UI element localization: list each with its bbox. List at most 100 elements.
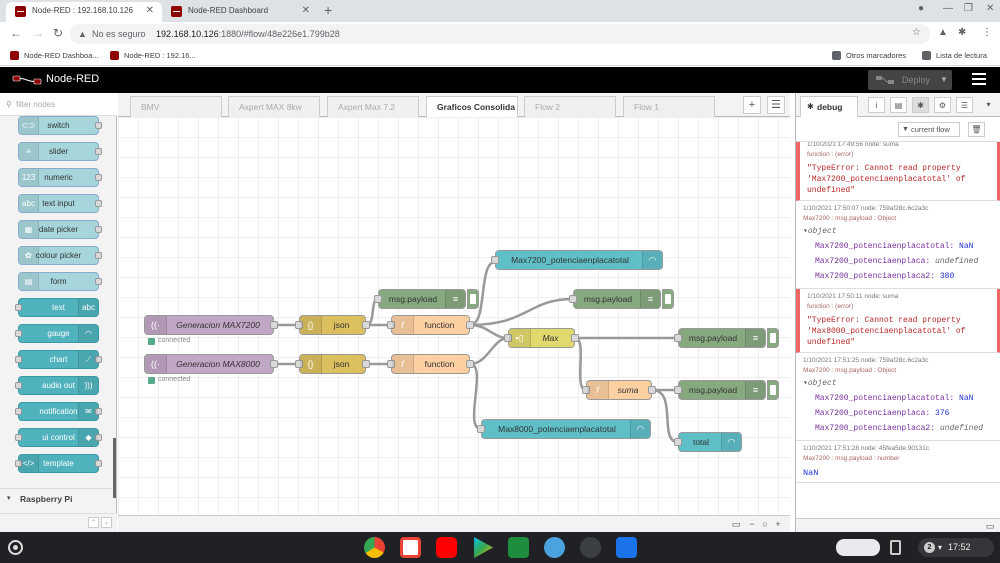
window-icon[interactable]: ▭ — [985, 521, 995, 531]
gauge-node-max7200[interactable]: Max7200_potenciaenplacatotal ◠ — [491, 250, 663, 270]
palette-node-template[interactable]: </>template — [15, 454, 102, 473]
zoom-out-icon[interactable]: − — [749, 519, 755, 529]
debug-message-list[interactable]: 1/10/2021 17:49:56 node: suma function :… — [796, 142, 1000, 518]
object-expander[interactable]: ▾object — [803, 379, 837, 388]
tab-graficos-consolidados[interactable]: Graficos Consolida — [426, 96, 518, 118]
debug-toggle[interactable] — [467, 289, 479, 309]
gauge-node-total[interactable]: total ◠ — [674, 432, 742, 452]
expand-all-icon[interactable]: ⌄ — [101, 517, 112, 528]
object-expander[interactable]: ▾object — [803, 227, 837, 236]
other-bookmarks[interactable]: Otros marcadores — [832, 51, 906, 60]
palette-node-notification[interactable]: ✉notification — [15, 402, 102, 421]
hamburger-menu-icon[interactable] — [972, 73, 986, 87]
database-icon[interactable]: ☰ — [956, 97, 973, 113]
debug-toggle[interactable] — [767, 328, 779, 348]
extensions-icon[interactable]: ✱ — [958, 27, 967, 38]
bookmark-item[interactable]: Node-RED Dashboa... — [10, 51, 99, 60]
gmail-app-icon[interactable] — [400, 537, 421, 558]
bookmark-star-icon[interactable]: ☆ — [912, 27, 921, 38]
debug-message-error[interactable]: 1/10/2021 17:49:56 node: suma function :… — [796, 142, 1000, 201]
function-node[interactable]: f function — [387, 354, 474, 374]
flow-canvas[interactable]: ((· Generacion MAX7200 connected ((· Gen… — [118, 117, 790, 515]
palette-node-form[interactable]: ▤form — [18, 272, 102, 291]
palette-node-audio-out[interactable]: )))audio out — [15, 376, 99, 395]
debug-node[interactable]: msg.payload ≡ — [569, 289, 674, 309]
debug-toggle[interactable] — [767, 380, 779, 400]
gear-icon[interactable]: ⚙ — [934, 97, 951, 113]
filter-current-flow-button[interactable]: ▼ current flow — [898, 122, 960, 137]
palette-node-ui-control[interactable]: ◆ui control — [15, 428, 102, 447]
tab-debug[interactable]: ✱ debug — [800, 96, 858, 117]
palette-scrollbar[interactable] — [113, 438, 116, 498]
gauge-node-max8000[interactable]: Max8000_potenciaenplacatotal ◠ — [477, 419, 651, 439]
tab-axpert-max-7-2[interactable]: Axpert Max 7.2 — [327, 96, 419, 117]
system-tray[interactable]: 2 ▾ 17:52 — [918, 538, 994, 557]
info-icon[interactable]: i — [868, 97, 885, 113]
tab-flow-1[interactable]: Flow 1 — [623, 96, 715, 117]
debug-message-object[interactable]: 1/10/2021 17:50:07 node: 759af28c.6c2a3c… — [796, 201, 1000, 289]
close-tab-icon[interactable]: ✕ — [145, 5, 154, 16]
reading-list[interactable]: Lista de lectura — [922, 51, 987, 60]
filter-nodes-input[interactable]: ⚲ filter nodes — [0, 93, 117, 116]
inject-node-max7200[interactable]: ((· Generacion MAX7200 — [144, 315, 278, 335]
tab-axpert-max-8kw[interactable]: Axpert MAX 8kw — [228, 96, 320, 117]
vscode-app-icon[interactable] — [616, 537, 637, 558]
list-flows-icon[interactable]: ☰ — [767, 96, 785, 114]
zoom-reset-icon[interactable]: ○ — [762, 519, 768, 529]
browser-tab-dashboard[interactable]: Node-RED Dashboard ✕ — [162, 2, 318, 22]
palette-node-gauge[interactable]: ◠gauge — [15, 324, 99, 343]
debug-toggle[interactable] — [662, 289, 674, 309]
inject-node-max8000[interactable]: ((· Generacion MAX8000 — [144, 354, 278, 374]
book-icon[interactable]: ▤ — [890, 97, 907, 113]
tab-flow-2[interactable]: Flow 2 — [524, 96, 616, 117]
palette-category-raspberry-pi[interactable]: ▾ Raspberry Pi — [0, 488, 112, 508]
play-store-app-icon[interactable] — [474, 537, 493, 558]
map-icon[interactable]: ▭ — [731, 519, 741, 529]
new-tab-button[interactable]: + — [324, 2, 333, 18]
palette-node-chart[interactable]: ⟋chart — [15, 350, 102, 369]
youtube-app-icon[interactable] — [436, 537, 457, 558]
url-field[interactable]: ▲ No es seguro 192.168.10.126:1880/#flow… — [70, 24, 930, 44]
terminal-app-icon[interactable] — [580, 537, 601, 558]
caret-down-icon[interactable]: ▾ — [986, 100, 991, 109]
json-node[interactable]: {} json — [295, 354, 370, 374]
clear-messages-icon[interactable]: 🗑 — [968, 122, 985, 137]
debug-node[interactable]: msg.payload ≡ — [674, 328, 779, 348]
palette-node-switch[interactable]: ⊂⊃switch — [18, 116, 102, 135]
debug-tab-icon[interactable]: ✱ — [912, 97, 929, 113]
weather-app-icon[interactable] — [544, 537, 565, 558]
palette-node-slider[interactable]: ≡slider — [18, 142, 102, 161]
bookmark-item[interactable]: Node-RED : 192.16... — [110, 51, 196, 60]
collapse-all-icon[interactable]: ⌃ — [88, 517, 99, 528]
restore-icon[interactable]: ❐ — [964, 3, 973, 14]
deploy-button[interactable]: Deploy ▼ — [868, 70, 952, 90]
chrome-app-icon[interactable] — [364, 537, 385, 558]
drive-icon[interactable]: ▲ — [938, 27, 948, 38]
tab-bmv[interactable]: BMV — [130, 96, 222, 117]
function-node-suma[interactable]: f suma — [582, 380, 656, 400]
back-icon[interactable]: ← — [10, 26, 22, 40]
add-flow-button[interactable]: + — [743, 96, 761, 114]
caret-down-icon[interactable]: ▼ — [940, 75, 948, 84]
debug-node[interactable]: msg.payload ≡ — [374, 289, 479, 309]
browser-menu-icon[interactable]: ⋮ — [982, 27, 992, 38]
debug-message-error[interactable]: 1/10/2021 17:50:11 node: suma function :… — [796, 289, 1000, 353]
zoom-in-icon[interactable]: + — [775, 519, 781, 529]
debug-message-object[interactable]: 1/10/2021 17:51:25 node: 759af28c.6c2a3c… — [796, 353, 1000, 441]
join-node-max[interactable]: ▪▯ Max — [504, 328, 579, 348]
sheets-app-icon[interactable] — [508, 537, 529, 558]
minimize-icon[interactable]: — — [943, 3, 953, 14]
debug-message-number[interactable]: 1/10/2021 17:51:28 node: 45fea5de.90131c… — [796, 441, 1000, 483]
close-window-icon[interactable]: ✕ — [986, 3, 995, 14]
palette-node-date-picker[interactable]: ▦date picker — [18, 220, 102, 239]
forward-icon[interactable]: → — [32, 26, 44, 40]
media-tray[interactable] — [836, 539, 880, 556]
browser-tab-nodered[interactable]: Node-RED : 192.168.10.126 ✕ — [6, 2, 162, 22]
phone-hub-icon[interactable] — [890, 540, 901, 555]
debug-node[interactable]: msg.payload ≡ — [674, 380, 779, 400]
reload-icon[interactable]: ↻ — [53, 26, 64, 40]
close-tab-icon[interactable]: ✕ — [301, 5, 310, 16]
